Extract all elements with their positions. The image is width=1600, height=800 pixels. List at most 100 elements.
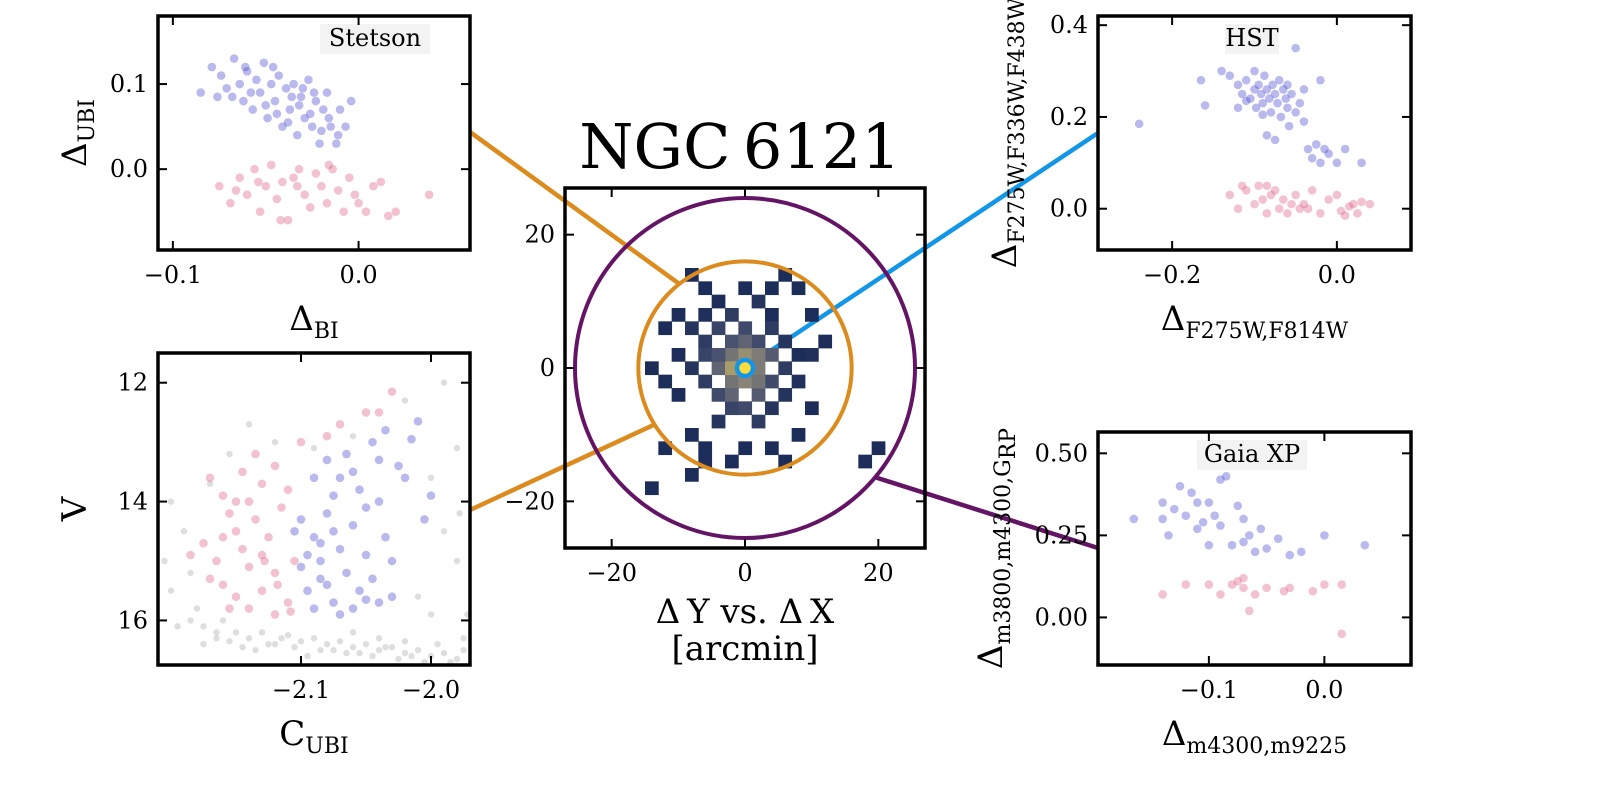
hst-point-blue: [1265, 94, 1274, 103]
hst-ytick-label: 0.4: [1050, 11, 1088, 39]
hst-point-red: [1270, 186, 1280, 195]
cmd-point-red: [231, 497, 241, 506]
cmd-point-grey: [167, 587, 175, 594]
stetson-point-blue: [248, 105, 258, 114]
map-cell: [751, 334, 766, 349]
cmd-point-blue: [400, 473, 410, 483]
map-cell: [738, 441, 753, 456]
stetson-point-red: [350, 190, 360, 199]
stetson-xlabel: ΔBI: [289, 299, 338, 344]
map-cell: [791, 281, 806, 296]
stetson-point-red: [242, 190, 252, 199]
cmd-point-grey: [226, 450, 233, 458]
cmd-point-red: [270, 568, 280, 578]
stetson-point-blue: [335, 105, 345, 114]
stetson-point-red: [424, 190, 434, 199]
hst-point-blue: [1273, 98, 1282, 108]
hst-point-blue: [1357, 158, 1366, 168]
hst-point-red: [1274, 204, 1284, 214]
gaia-point-red: [1233, 577, 1243, 586]
map-cell: [725, 334, 739, 349]
stetson-point-blue: [229, 54, 239, 63]
stetson-point-blue: [255, 88, 265, 97]
cmd-point-blue: [374, 598, 384, 607]
hst-point-blue: [1320, 144, 1329, 154]
map-cell: [791, 374, 806, 389]
cmd-point-grey: [453, 557, 461, 565]
gaia-ylabel: Δm3800,m4300,GRP: [971, 428, 1021, 669]
stetson-point-red: [231, 186, 241, 195]
stetson-point-blue: [346, 96, 356, 106]
cmd-point-grey: [349, 629, 357, 636]
hst-tag-bg: [1225, 24, 1279, 54]
hst-point-blue: [1258, 110, 1268, 119]
cmd-point-grey: [271, 641, 279, 648]
hst-point-red: [1357, 197, 1366, 207]
gaia-point-blue: [1158, 498, 1167, 507]
hst-point-blue: [1283, 103, 1292, 113]
stetson-point-blue: [305, 109, 315, 119]
cmd-point-blue: [361, 503, 371, 512]
map-cell: [698, 308, 713, 322]
hst-point-blue: [1281, 94, 1291, 103]
stetson-point-red: [311, 169, 321, 178]
cmd-point-blue: [296, 562, 306, 572]
cmd-point-blue: [342, 449, 351, 459]
cmd-points: [161, 379, 470, 665]
hst-point-red: [1241, 186, 1251, 195]
map-circle-inner: [734, 357, 756, 379]
hst-point-blue: [1241, 96, 1251, 106]
cmd-point-red: [251, 515, 260, 524]
map-cell: [738, 334, 753, 349]
hst-frame: [1096, 14, 1413, 252]
cmd-point-grey: [440, 528, 448, 535]
map-cells: [645, 268, 886, 496]
cmd-point-red: [361, 408, 371, 417]
hst-tag: HST: [1225, 24, 1278, 52]
stetson-point-blue: [318, 105, 328, 114]
gaia-point-blue: [1221, 472, 1231, 481]
stetson-point-blue: [285, 105, 295, 114]
stetson-points: [196, 54, 434, 225]
hst-point-blue: [1311, 140, 1321, 149]
cmd-point-grey: [232, 629, 240, 636]
cmd-point-grey: [349, 433, 357, 440]
cmd-ytick-label: 16: [117, 606, 148, 634]
cmd-point-grey: [453, 444, 461, 452]
map-cell: [725, 308, 739, 322]
hst-point-blue: [1283, 80, 1292, 90]
gaia-point-red: [1262, 583, 1271, 593]
cmd-point-grey: [200, 623, 207, 630]
stetson-point-blue: [227, 92, 237, 102]
stetson-point-blue: [289, 79, 298, 89]
hst-point-blue: [1324, 149, 1333, 158]
hst-point-blue: [1268, 80, 1277, 90]
map-cell: [805, 308, 819, 322]
hst-ylabel: ΔF275W,F336W,F438W: [985, 0, 1030, 268]
map-cell: [871, 441, 886, 456]
map-cell: [658, 374, 673, 389]
hst-point-blue: [1233, 103, 1243, 113]
cmd-point-blue: [335, 544, 345, 554]
stetson-point-blue: [296, 92, 306, 102]
cmd-point-grey: [193, 605, 201, 612]
hst-point-blue: [1284, 121, 1294, 131]
map-cell: [711, 321, 726, 336]
stetson-point-blue: [294, 101, 304, 110]
cmd-point-grey: [440, 379, 448, 386]
hst-point-red: [1287, 199, 1296, 209]
map-cell: [738, 361, 753, 376]
cmd-point-grey: [304, 652, 311, 660]
hst-point-red: [1258, 195, 1268, 204]
map-cell: [698, 334, 713, 349]
stetson-tag: Stetson: [329, 24, 421, 52]
stetson-point-red: [354, 198, 363, 208]
map-cell: [791, 348, 806, 362]
cmd-point-blue: [381, 532, 390, 542]
hst-point-red: [1340, 211, 1350, 220]
cmd-point-red: [218, 580, 228, 590]
cmd-point-blue: [335, 473, 345, 483]
